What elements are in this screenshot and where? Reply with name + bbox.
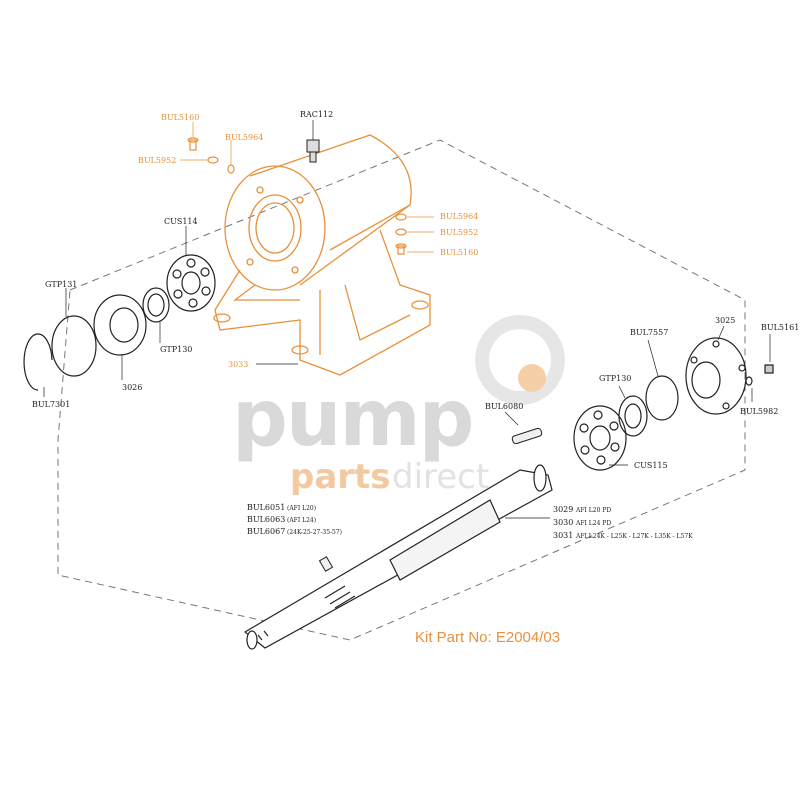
label-bul6080: BUL6080: [485, 402, 523, 411]
label-bul5161: BUL5161: [761, 323, 799, 332]
leader-lines-orange: [180, 122, 434, 253]
label-gtp130-right: GTP130: [599, 374, 631, 383]
ring-gtp130-right: [618, 395, 648, 437]
label-3025: 3025: [715, 316, 735, 325]
key-bul6080: [511, 427, 543, 445]
label-cus115: CUS115: [634, 461, 668, 470]
seal-3026: [93, 294, 147, 356]
label-bul6051-sub: (AFI L20): [287, 505, 316, 512]
washer-bul5982: [745, 376, 753, 386]
watermark: pump parts direct: [232, 315, 565, 497]
fasteners-top: [187, 137, 407, 255]
left-parts: [23, 254, 216, 391]
label-bul6051: BUL6051: [247, 503, 285, 512]
watermark-drop-icon: [475, 315, 565, 405]
label-3030-sub: AFI L24 PD: [575, 520, 611, 527]
label-3026: 3026: [122, 383, 142, 392]
bearing-cus115: [573, 405, 627, 471]
bearing-cus114: [166, 254, 216, 312]
label-bul6063-sub: (AFI L24): [287, 517, 316, 524]
label-bul5982: BUL5982: [740, 407, 778, 416]
label-bul6063: BUL6063: [247, 515, 285, 524]
label-bul5160-right: BUL5160: [440, 248, 478, 257]
label-bul5964-top: BUL5964: [225, 133, 263, 142]
housing-3033: [213, 134, 431, 376]
label-3031-sub: AFI L24K - L25K - L27K - L35K - L57K: [575, 533, 693, 540]
label-gtp130-left: GTP130: [160, 345, 192, 354]
label-bul7557: BUL7557: [630, 328, 668, 337]
label-3031: 3031: [553, 531, 573, 540]
oring-bul7557: [645, 375, 679, 421]
label-3029: 3029: [553, 505, 573, 514]
kit-part-number: Kit Part No: E2004/03: [415, 629, 560, 646]
label-3030: 3030: [553, 518, 573, 527]
label-bul5964-right: BUL5964: [440, 212, 478, 221]
right-parts: [573, 337, 774, 471]
leader-lines: [43, 120, 771, 519]
label-rac112: RAC112: [300, 110, 333, 119]
label-bul5952-top: BUL5952: [138, 156, 176, 165]
label-bul6067-sub: (24K-25-27-35-57): [287, 529, 342, 536]
label-3029-sub: AFI L20 PD: [575, 507, 611, 514]
dashed-boundary: [57, 139, 746, 641]
cover-3025: [685, 337, 747, 415]
label-gtp131: GTP131: [45, 280, 77, 289]
label-bul5160-top: BUL5160: [161, 113, 199, 122]
oring-gtp131: [51, 315, 97, 377]
watermark-dot-icon: [518, 364, 546, 392]
ring-gtp130: [142, 287, 170, 323]
screw-bul5161: [764, 364, 774, 374]
shaft: [243, 464, 553, 650]
watermark-parts: parts: [290, 457, 391, 497]
label-bul6067: BUL6067: [247, 527, 285, 536]
fitting-rac112: [306, 139, 320, 163]
watermark-pump: pump: [232, 374, 472, 464]
circlip-bul7301: [23, 333, 53, 391]
label-bul7301: BUL7301: [32, 400, 70, 409]
label-bul5952-right: BUL5952: [440, 228, 478, 237]
label-3033: 3033: [228, 360, 248, 369]
label-cus114: CUS114: [164, 217, 198, 226]
key-bul6051: [318, 556, 334, 572]
watermark-direct: direct: [392, 457, 489, 497]
